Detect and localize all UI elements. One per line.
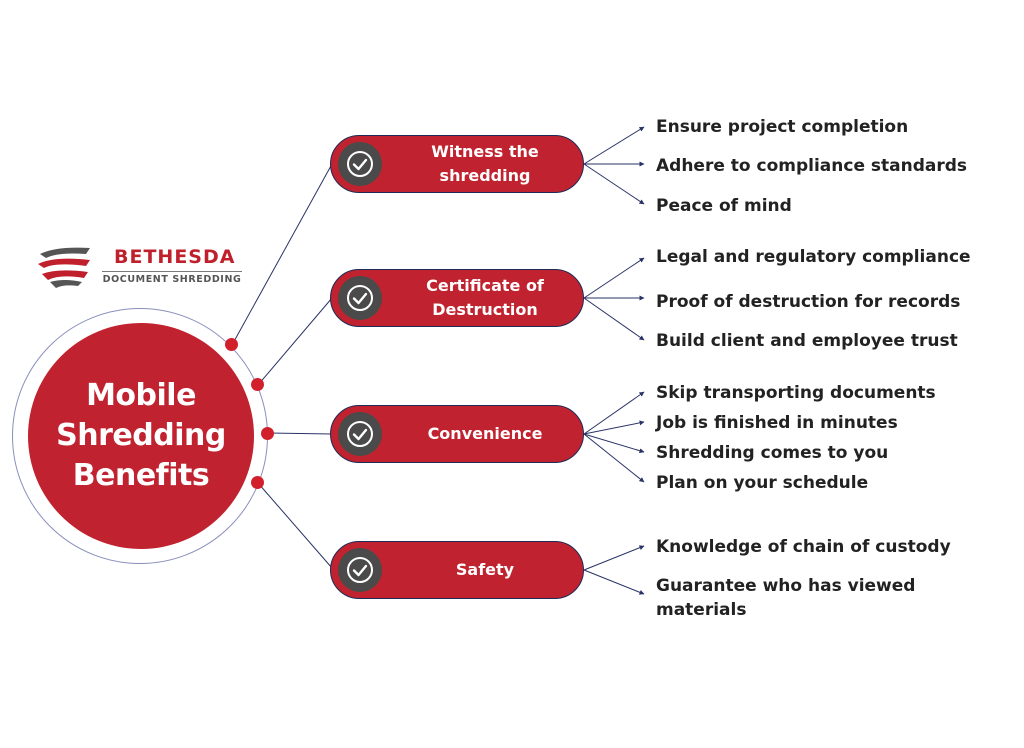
- hub-connector-certificate: [257, 297, 333, 386]
- check-circle-icon: [338, 412, 382, 456]
- hub-circle: Mobile Shredding Benefits: [28, 323, 254, 549]
- benefit-item: Job is finished in minutes: [656, 413, 898, 433]
- category-label: Certificate of Destruction: [426, 276, 544, 319]
- connector-dot-safety: [251, 476, 264, 489]
- benefit-item: Ensure project completion: [656, 117, 909, 137]
- company-logo: BETHESDA DOCUMENT SHREDDING: [36, 244, 246, 292]
- benefit-item: Legal and regulatory compliance: [656, 247, 971, 267]
- hub-connector-convenience: [267, 432, 333, 435]
- branch-convenience-4: [583, 433, 645, 483]
- benefit-item: Proof of destruction for records: [656, 292, 961, 312]
- benefit-item: Skip transporting documents: [656, 383, 936, 403]
- branch-witness-1: [583, 126, 645, 165]
- category-pill-safety: Safety: [330, 541, 584, 599]
- logo-name: BETHESDA: [114, 246, 236, 268]
- check-circle-icon: [338, 548, 382, 592]
- check-circle-icon: [338, 276, 382, 320]
- hub-connector-safety: [257, 482, 333, 569]
- category-pill-witness: Witness the shredding: [330, 135, 584, 193]
- branch-convenience-2: [583, 420, 645, 435]
- branch-certificate-1: [583, 257, 645, 299]
- branch-safety-1: [583, 545, 645, 571]
- hub-title: Mobile Shredding Benefits: [56, 378, 226, 493]
- benefit-item: Knowledge of chain of custody: [656, 537, 951, 557]
- benefit-item: Plan on your schedule: [656, 473, 869, 493]
- connector-dot-witness: [225, 338, 238, 351]
- category-pill-convenience: Convenience: [330, 405, 584, 463]
- branch-safety-2: [583, 569, 645, 595]
- category-pill-certificate: Certificate of Destruction: [330, 269, 584, 327]
- logo-subtitle: DOCUMENT SHREDDING: [102, 271, 242, 285]
- connector-dot-certificate: [251, 378, 264, 391]
- branch-convenience-1: [583, 391, 645, 435]
- check-circle-icon: [338, 142, 382, 186]
- benefit-item: Guarantee who has viewed materials: [656, 576, 916, 620]
- category-label: Safety: [455, 560, 515, 579]
- connector-dot-convenience: [261, 427, 274, 440]
- branch-certificate-3: [583, 297, 645, 341]
- benefit-item: Shredding comes to you: [656, 443, 889, 463]
- category-label: Witness the shredding: [431, 142, 539, 185]
- category-label: Convenience: [427, 424, 543, 443]
- branch-witness-3: [583, 163, 645, 205]
- logo-mark-icon: [38, 247, 90, 288]
- benefit-item: Adhere to compliance standards: [656, 156, 968, 176]
- benefit-item: Build client and employee trust: [656, 331, 958, 351]
- hub-connector-witness: [231, 163, 333, 346]
- branch-convenience-3: [583, 433, 645, 454]
- benefit-item: Peace of mind: [656, 196, 792, 216]
